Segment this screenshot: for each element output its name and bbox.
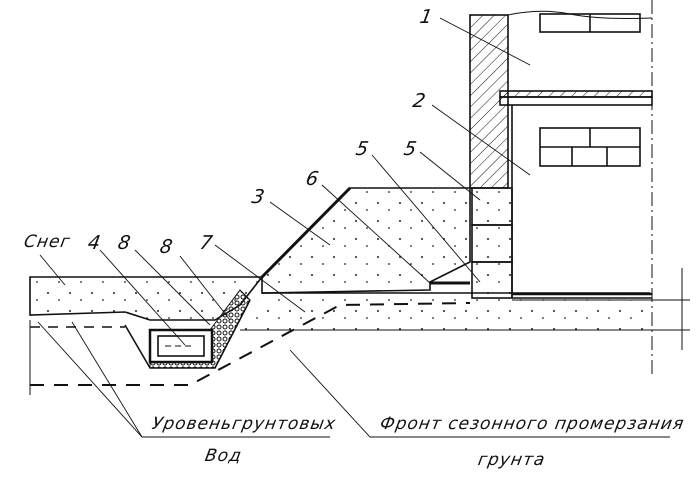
frost-front-label: Фронт сезонного промерзания: [378, 414, 686, 434]
floor-slab: [499, 90, 653, 98]
frost-front-label-2: грунта: [476, 450, 548, 470]
wall: [469, 14, 509, 189]
embankment: [261, 187, 471, 294]
snow-label: Снег: [22, 232, 73, 252]
groundwater-label: Уровеньгрунтовых: [150, 414, 338, 434]
foundation-block: [471, 187, 513, 226]
groundwater-label-2: Вод: [203, 446, 244, 466]
snow-layer: [29, 276, 264, 321]
foundation-block: [471, 224, 513, 263]
